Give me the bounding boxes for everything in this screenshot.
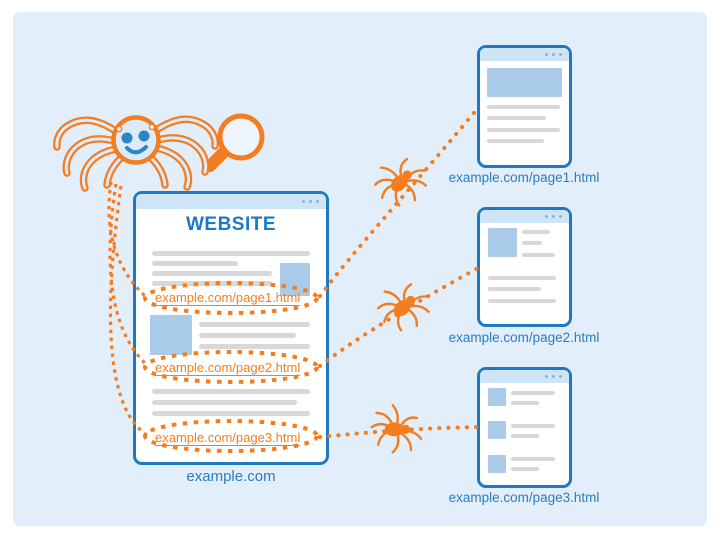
text-placeholder	[152, 411, 310, 416]
page1-caption: example.com/page1.html	[448, 170, 600, 185]
text-placeholder	[487, 116, 546, 120]
text-placeholder	[511, 401, 539, 405]
window-dots-icon	[545, 214, 562, 218]
page3-window	[477, 367, 572, 488]
page1-window	[477, 45, 572, 168]
image-placeholder	[150, 315, 192, 355]
website-caption: example.com	[186, 468, 276, 485]
window-dots-icon	[302, 199, 319, 203]
text-placeholder	[488, 299, 556, 303]
text-placeholder	[152, 261, 238, 266]
text-placeholder	[522, 241, 542, 245]
text-placeholder	[152, 400, 297, 405]
text-placeholder	[487, 105, 560, 109]
window-titlebar	[480, 370, 569, 383]
window-titlebar	[480, 48, 569, 61]
text-placeholder	[522, 230, 550, 234]
text-placeholder	[199, 333, 296, 338]
text-placeholder	[511, 457, 555, 461]
page2-window	[477, 207, 572, 327]
page2-link: example.com/page2.html	[155, 360, 301, 375]
text-placeholder	[488, 276, 556, 280]
text-placeholder	[487, 128, 560, 132]
page3-caption: example.com/page3.html	[448, 490, 600, 505]
page1-link: example.com/page1.html	[155, 290, 301, 305]
text-placeholder	[152, 251, 310, 256]
image-placeholder	[488, 421, 506, 439]
text-placeholder	[511, 434, 539, 438]
text-placeholder	[152, 281, 272, 286]
text-placeholder	[511, 424, 555, 428]
text-placeholder	[152, 271, 272, 276]
image-placeholder	[488, 388, 506, 406]
text-placeholder	[511, 467, 539, 471]
website-title: WEBSITE	[185, 214, 277, 235]
image-placeholder	[488, 455, 506, 473]
website-window: WEBSITE example.com/page1.html example.c…	[133, 191, 329, 465]
window-titlebar	[136, 194, 326, 209]
diagram-background	[13, 12, 707, 526]
window-dots-icon	[545, 52, 562, 56]
image-placeholder	[487, 68, 562, 97]
text-placeholder	[152, 389, 310, 394]
text-placeholder	[511, 391, 555, 395]
page3-link: example.com/page3.html	[155, 430, 301, 445]
text-placeholder	[199, 322, 310, 327]
text-placeholder	[522, 253, 555, 257]
window-titlebar	[480, 210, 569, 223]
text-placeholder	[488, 287, 541, 291]
text-placeholder	[487, 139, 544, 143]
window-dots-icon	[545, 374, 562, 378]
text-placeholder	[199, 344, 310, 349]
page2-caption: example.com/page2.html	[448, 330, 600, 345]
image-placeholder	[488, 228, 517, 257]
